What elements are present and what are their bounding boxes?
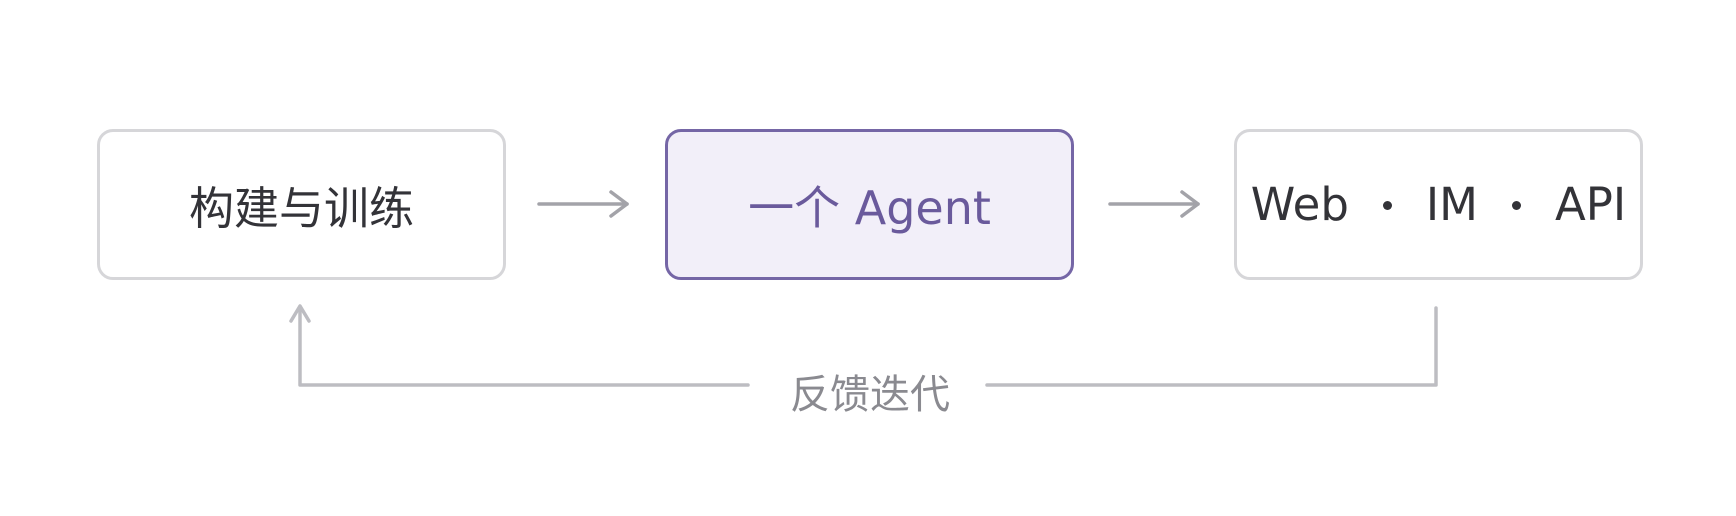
- agent-node: 一个 Agent: [665, 129, 1074, 280]
- channel-api-label: API: [1555, 178, 1627, 231]
- channels-node: Web IM API: [1234, 129, 1643, 280]
- arrow-build-to-agent: [537, 190, 629, 218]
- feedback-loop-line-right: [985, 306, 1438, 387]
- arrow-agent-to-channels: [1108, 190, 1200, 218]
- build-and-train-node: 构建与训练: [97, 129, 506, 280]
- separator-dot: [1512, 201, 1521, 210]
- feedback-loop-line-left: [289, 304, 750, 387]
- channel-web-label: Web: [1250, 178, 1349, 231]
- separator-dot: [1382, 201, 1392, 210]
- build-and-train-label: 构建与训练: [188, 182, 414, 235]
- channel-im-label: IM: [1425, 178, 1478, 231]
- feedback-iteration-label: 反馈迭代: [790, 372, 950, 418]
- agent-label: 一个 Agent: [748, 180, 991, 235]
